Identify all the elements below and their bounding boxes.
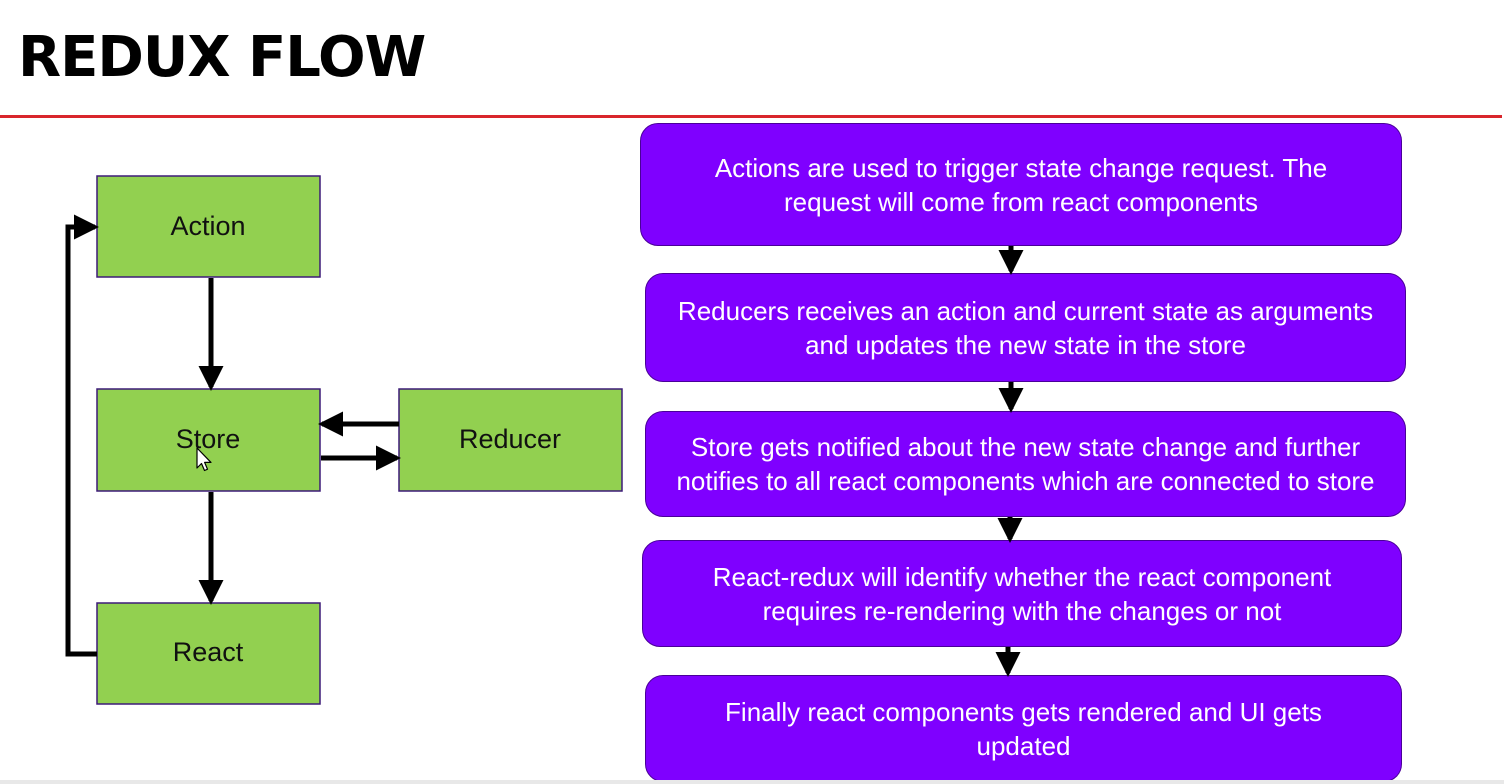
step-connectors <box>995 246 1024 678</box>
step-4-text: React-redux will identify whether the re… <box>712 561 1332 626</box>
node-action-label: Action <box>170 211 245 241</box>
step-1-actions: Actions are used to trigger state change… <box>640 123 1402 246</box>
step-2-reducers: Reducers receives an action and current … <box>645 273 1406 382</box>
step-5-render: Finally react components gets rendered a… <box>645 675 1402 782</box>
step-3-store: Store gets notified about the new state … <box>645 411 1406 517</box>
node-action: Action <box>96 175 321 278</box>
node-store: Store <box>96 388 321 492</box>
node-react: React <box>96 602 321 705</box>
node-reducer: Reducer <box>398 388 623 492</box>
step-3-text: Store gets notified about the new state … <box>676 432 1375 496</box>
redux-flow-diagram: Action Store Reducer React <box>65 175 623 705</box>
step-4-react-redux: React-redux will identify whether the re… <box>642 540 1402 647</box>
bottom-edge <box>0 780 1504 784</box>
page-title: REDUX FLOW <box>18 25 426 90</box>
node-store-label: Store <box>176 424 241 454</box>
node-reducer-label: Reducer <box>459 424 561 454</box>
title-divider <box>0 115 1502 118</box>
step-1-text: Actions are used to trigger state change… <box>714 152 1328 217</box>
arrow-react-to-action <box>65 214 100 657</box>
mouse-pointer-icon <box>196 447 212 472</box>
node-react-label: React <box>173 637 244 667</box>
step-2-text: Reducers receives an action and current … <box>677 295 1374 360</box>
step-5-text: Finally react components gets rendered a… <box>725 696 1322 761</box>
